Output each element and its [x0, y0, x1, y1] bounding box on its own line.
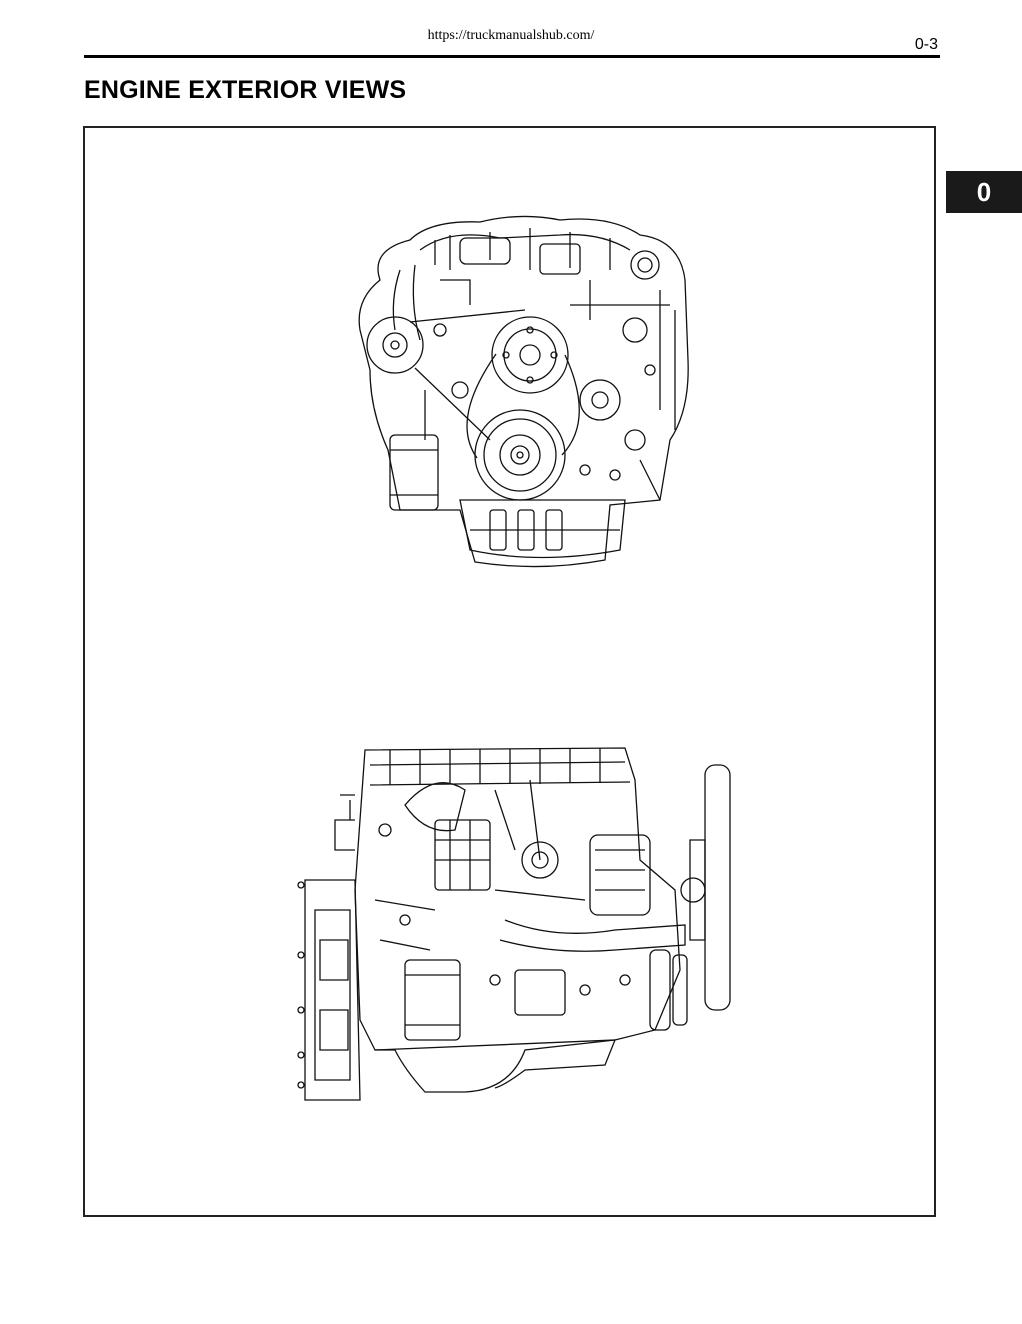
source-url[interactable]: https://truckmanualshub.com/ — [427, 28, 595, 43]
figure-frame — [83, 126, 936, 1217]
page-number: 0-3 — [914, 36, 938, 53]
section-tab: 0 — [946, 171, 1022, 213]
page-title: ENGINE EXTERIOR VIEWS — [84, 76, 407, 104]
engine-side-view-drawing — [295, 740, 735, 1120]
engine-front-view-drawing — [340, 210, 700, 580]
header-rule — [84, 55, 940, 58]
